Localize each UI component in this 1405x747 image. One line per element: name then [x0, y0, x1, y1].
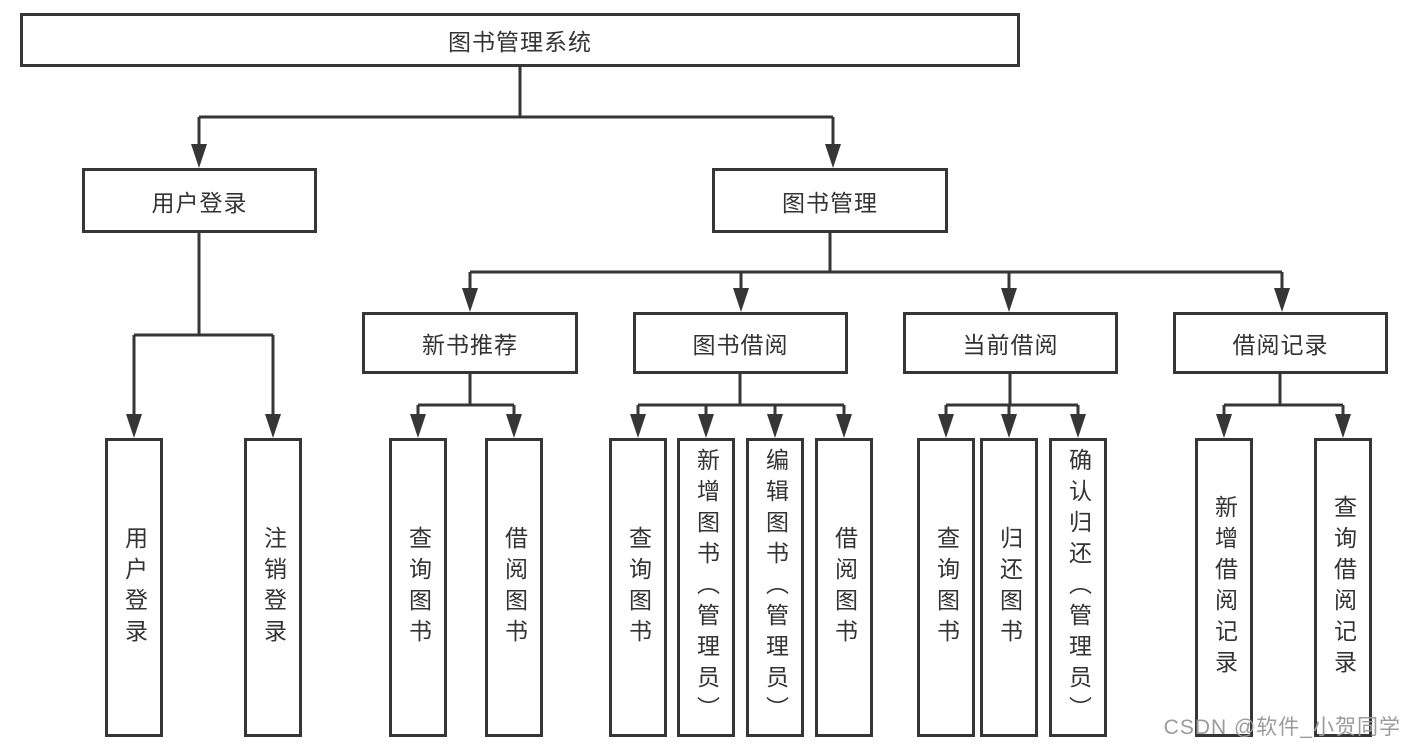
node-label: 当前借阅	[962, 332, 1059, 358]
leaf-borrow-books-1: 借阅图书	[485, 438, 543, 737]
node-label: 新增借阅记录	[1211, 494, 1238, 681]
leaf-borrow-books-2: 借阅图书	[815, 438, 873, 737]
arrowhead	[836, 414, 852, 438]
arrowhead	[630, 414, 646, 438]
wire-newbook-to-children	[416, 374, 516, 416]
leaf-query-borrow-record: 查询借阅记录	[1314, 438, 1372, 737]
leaf-query-books-3: 查询图书	[917, 438, 975, 737]
node-label: 编辑图书（管理员）	[762, 448, 789, 727]
node-label: 借阅记录	[1232, 332, 1329, 358]
node-borrow-records: 借阅记录	[1173, 312, 1388, 374]
wire-current-to-children	[944, 374, 1080, 416]
node-label: 借阅图书	[501, 525, 528, 650]
arrowhead	[410, 414, 426, 438]
leaf-return-books: 归还图书	[980, 438, 1038, 737]
node-book-management: 图书管理	[712, 168, 948, 233]
wire-borrow-to-children	[636, 374, 846, 416]
leaf-add-borrow-record: 新增借阅记录	[1195, 438, 1253, 737]
wire-userlogin-to-children	[132, 233, 275, 416]
leaf-query-books-1: 查询图书	[389, 438, 447, 737]
node-library-management-system: 图书管理系统	[20, 13, 1020, 67]
node-label: 查询图书	[625, 525, 652, 650]
node-label: 新增图书（管理员）	[693, 448, 720, 727]
node-new-book-recommend: 新书推荐	[362, 312, 578, 374]
arrowhead	[1001, 414, 1017, 438]
wire-root-to-level2	[197, 67, 835, 146]
arrowhead	[265, 414, 281, 438]
arrowhead	[1335, 414, 1351, 438]
arrowhead	[1216, 414, 1232, 438]
node-label: 查询借阅记录	[1330, 494, 1357, 681]
node-label: 确认归还（管理员）	[1065, 448, 1092, 727]
arrowhead	[1070, 414, 1086, 438]
node-label: 新书推荐	[422, 332, 518, 358]
node-label: 注销登录	[260, 525, 287, 650]
leaf-logout: 注销登录	[244, 438, 302, 737]
arrowhead	[506, 414, 522, 438]
node-user-login-branch: 用户登录	[82, 168, 317, 233]
arrowhead	[698, 414, 714, 438]
node-label: 图书借阅	[692, 332, 789, 358]
leaf-query-books-2: 查询图书	[609, 438, 667, 737]
csdn-watermark: CSDN @软件_小贺同学	[1163, 716, 1401, 739]
node-book-borrow: 图书借阅	[633, 312, 848, 374]
leaf-edit-book-admin: 编辑图书（管理员）	[746, 438, 804, 737]
node-label: 归还图书	[996, 525, 1023, 650]
node-label: 图书管理	[782, 189, 878, 216]
node-label: 借阅图书	[831, 525, 858, 650]
leaf-confirm-return-admin: 确认归还（管理员）	[1049, 438, 1107, 737]
arrowhead	[1001, 288, 1017, 312]
node-label: 查询图书	[405, 525, 432, 650]
arrowhead	[1274, 288, 1290, 312]
wire-records-to-children	[1222, 374, 1345, 416]
arrowhead	[938, 414, 954, 438]
node-label: 查询图书	[933, 525, 960, 650]
arrowhead	[767, 414, 783, 438]
arrowhead	[126, 414, 142, 438]
arrowhead	[191, 144, 207, 168]
node-current-borrow: 当前借阅	[903, 312, 1118, 374]
node-label: 用户登录	[151, 189, 248, 216]
arrowhead	[462, 288, 478, 312]
leaf-add-book-admin: 新增图书（管理员）	[677, 438, 735, 737]
wire-bookmgmt-to-level3	[468, 233, 1284, 290]
arrowhead	[825, 144, 841, 168]
leaf-user-login: 用户登录	[105, 438, 163, 737]
node-label: 用户登录	[121, 525, 148, 650]
arrowhead	[733, 288, 749, 312]
node-label: 图书管理系统	[448, 29, 592, 55]
